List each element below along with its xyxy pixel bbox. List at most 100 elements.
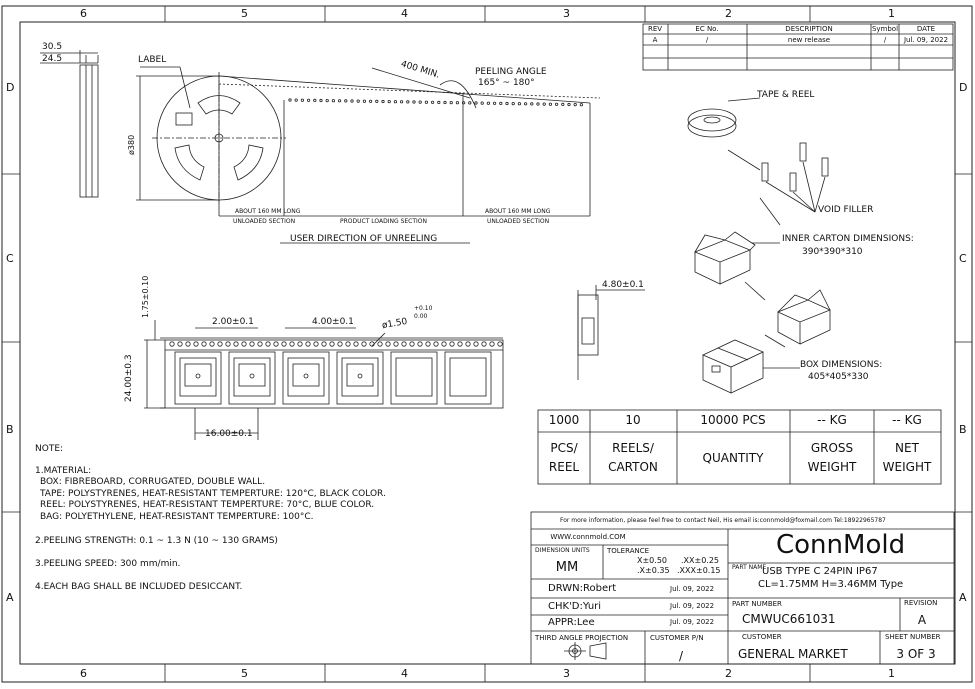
drawn-date: Jul. 09, 2022: [670, 585, 715, 593]
sprocket-hole: [377, 341, 383, 347]
tolerance-label: TOLERANCE: [607, 547, 650, 555]
sprocket-hole: [409, 341, 415, 347]
sprocket-hole: [481, 341, 487, 347]
note-line: REEL: POLYSTYRENES, HEAT-RESISTANT TEMPE…: [40, 500, 375, 510]
reel-tape-hole: [325, 99, 329, 103]
row-label: C: [959, 252, 967, 265]
qty-value: 10: [625, 413, 641, 427]
dim-label: 4.80±0.1: [602, 280, 644, 290]
tolerance-value: .XX±0.25: [681, 556, 720, 565]
col-label: 2: [725, 7, 732, 20]
qty-label: CARTON: [608, 460, 658, 474]
reel-tape-hole: [393, 100, 397, 104]
reel-tape-hole: [399, 100, 404, 104]
sprocket-hole: [457, 341, 463, 347]
reel-tape-hole: [573, 103, 577, 107]
projection-label: THIRD ANGLE PROJECTION: [535, 634, 629, 642]
sprocket-hole: [233, 341, 239, 347]
sprocket-hole: [185, 341, 191, 347]
reel-tape-hole: [561, 102, 565, 107]
reel-tape-hole: [474, 101, 478, 105]
sheet-label: SHEET NUMBER: [885, 633, 941, 641]
dim-tolerance: +0.10: [414, 305, 433, 312]
company-name: ConnMold: [776, 530, 906, 560]
sprocket-hole: [361, 341, 367, 347]
sprocket-hole: [209, 341, 215, 347]
peeling-angle-title: PEELING ANGLE: [475, 67, 547, 77]
part-name-line2: CL=1.75MM H=3.46MM Type: [758, 579, 904, 590]
note-line: 2.PEELING STRENGTH: 0.1 ~ 1.3 N (10 ~ 13…: [35, 536, 278, 546]
reel-tape-hole: [350, 99, 354, 103]
packing-label: BOX DIMENSIONS:: [800, 360, 883, 370]
sprocket-hole: [241, 341, 247, 347]
sprocket-hole: [321, 341, 327, 347]
reel-tape-hole: [424, 100, 428, 104]
sprocket-hole: [369, 341, 375, 347]
column-ticks: [2, 6, 972, 682]
sprocket-hole: [337, 341, 343, 347]
qty-label: WEIGHT: [807, 460, 857, 474]
reel-tape-hole: [381, 99, 385, 104]
row-label: A: [6, 591, 14, 604]
packing-illustrations: [687, 97, 832, 394]
reel-tape-hole: [430, 100, 435, 104]
contact-line: For more information, please feel free t…: [560, 517, 886, 524]
note-line: 3.PEELING SPEED: 300 mm/min.: [35, 559, 181, 569]
reel-tape-hole: [523, 102, 528, 106]
dim-label: 2.00±0.1: [212, 317, 254, 327]
col-label: 6: [80, 7, 87, 20]
checked-by: CHK'D:Yuri: [548, 601, 602, 612]
reel-tape-hole: [461, 101, 466, 105]
section-label: UNLOADED SECTION: [487, 218, 550, 225]
dim-label: 24.5: [42, 54, 63, 64]
col-label: 1: [888, 7, 895, 20]
reel-tape-hole: [492, 101, 497, 105]
sprocket-hole: [193, 341, 199, 347]
reel-tape-hole: [362, 99, 366, 103]
qty-label: NET: [895, 441, 919, 455]
reel-tape-hole: [554, 102, 559, 106]
tolerance-value: X±0.50: [637, 556, 667, 565]
qty-value: -- KG: [892, 413, 922, 427]
sprocket-hole: [225, 341, 231, 347]
sprocket-hole: [489, 341, 495, 347]
reel-tape-hole: [418, 100, 422, 104]
section-label: ABOUT 160 MM LONG: [485, 208, 551, 215]
packing-label: TAPE & REEL: [757, 90, 815, 100]
reel-tape-hole: [294, 98, 298, 102]
qty-table-grid: [537, 409, 942, 485]
sprocket-hole: [465, 341, 471, 347]
sprocket-hole: [289, 341, 295, 347]
sheet-number: 3 OF 3: [896, 647, 936, 661]
sprocket-hole: [329, 341, 335, 347]
reel-tape-hole: [486, 101, 490, 105]
part-number-label: PART NUMBER: [732, 600, 782, 608]
reel-tape-hole: [530, 102, 534, 106]
label-callout: LABEL: [138, 55, 167, 65]
packing-label: VOID FILLER: [818, 205, 874, 215]
section-label: ABOUT 160 MM LONG: [235, 208, 301, 215]
qty-value: 10000 PCS: [700, 413, 766, 427]
col-label: 3: [563, 7, 570, 20]
tape-pocket: [228, 351, 276, 405]
reel-front-view: [136, 66, 601, 244]
tape-side-section: [577, 285, 645, 380]
reel-tape-hole: [437, 100, 441, 105]
sprocket-holes: [169, 341, 503, 347]
reel-tape-hole: [449, 101, 453, 105]
qty-label: QUANTITY: [702, 451, 764, 465]
dim-label: 30.5: [42, 42, 63, 52]
reel-tape-hole: [368, 99, 373, 103]
sprocket-hole: [201, 341, 207, 347]
sprocket-hole: [497, 341, 503, 347]
col-label: 4: [401, 7, 408, 20]
tolerance-value: .X±0.35: [637, 566, 670, 575]
peeling-angle-value: 165° ~ 180°: [478, 78, 535, 88]
reel-tape-hole: [331, 99, 335, 103]
col-label: 4: [401, 667, 408, 680]
note-line: BAG: POLYETHYLENE, HEAT-RESISTANT TEMPER…: [40, 512, 314, 522]
qty-label: WEIGHT: [882, 460, 932, 474]
sprocket-hole: [217, 341, 223, 347]
reel-tape-hole: [356, 99, 360, 103]
sprocket-hole: [297, 341, 303, 347]
